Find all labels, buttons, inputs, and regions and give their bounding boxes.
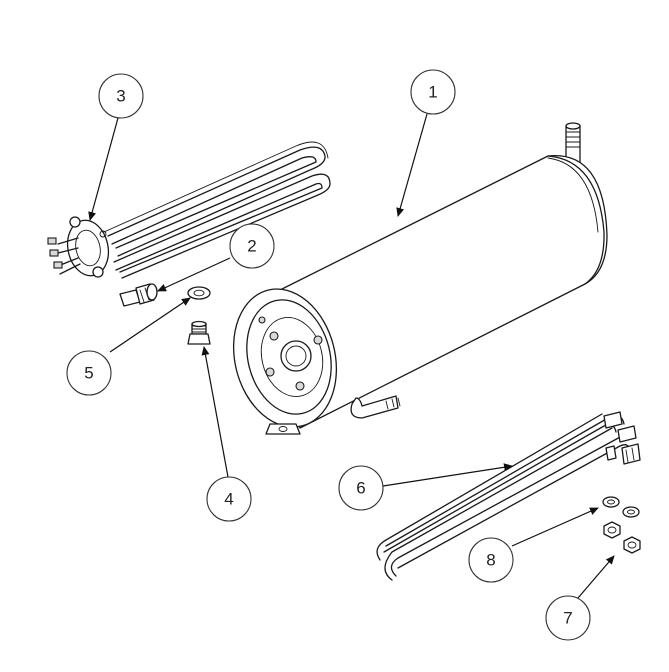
callout-8-label: 8 [486,551,495,570]
callout-4-label: 4 [224,490,233,509]
callout-1: 1 [410,69,456,115]
leader-3 [88,117,119,221]
callout-2: 2 [229,223,275,269]
callout-3: 3 [98,73,144,119]
plug-part-4 [187,320,211,345]
nuts-part-7 [603,521,641,554]
leader-2 [157,257,231,292]
leader-5 [109,297,191,353]
callout-5-label: 5 [84,364,93,383]
callout-1-label: 1 [428,83,437,102]
callout-4: 4 [206,476,252,522]
leader-lines [88,113,615,599]
callout-7-label: 7 [563,609,572,628]
leader-6 [382,463,513,487]
leader-1 [396,113,428,217]
heating-element-upper [47,141,331,279]
leader-8 [511,507,599,547]
washer-part-5 [187,286,211,300]
callout-3-label: 3 [116,87,125,106]
washers-part-8 [602,496,640,518]
callout-7: 7 [545,595,591,641]
callout-5: 5 [66,350,112,396]
tank-cylinder [232,122,608,435]
heating-element-lower [376,411,641,581]
leader-4 [201,346,229,478]
callout-6: 6 [338,465,384,511]
callout-6-label: 6 [356,479,365,498]
callout-8: 8 [468,537,514,583]
sensor-fitting [119,283,158,307]
callout-2-label: 2 [247,237,256,256]
leader-7 [577,555,615,599]
